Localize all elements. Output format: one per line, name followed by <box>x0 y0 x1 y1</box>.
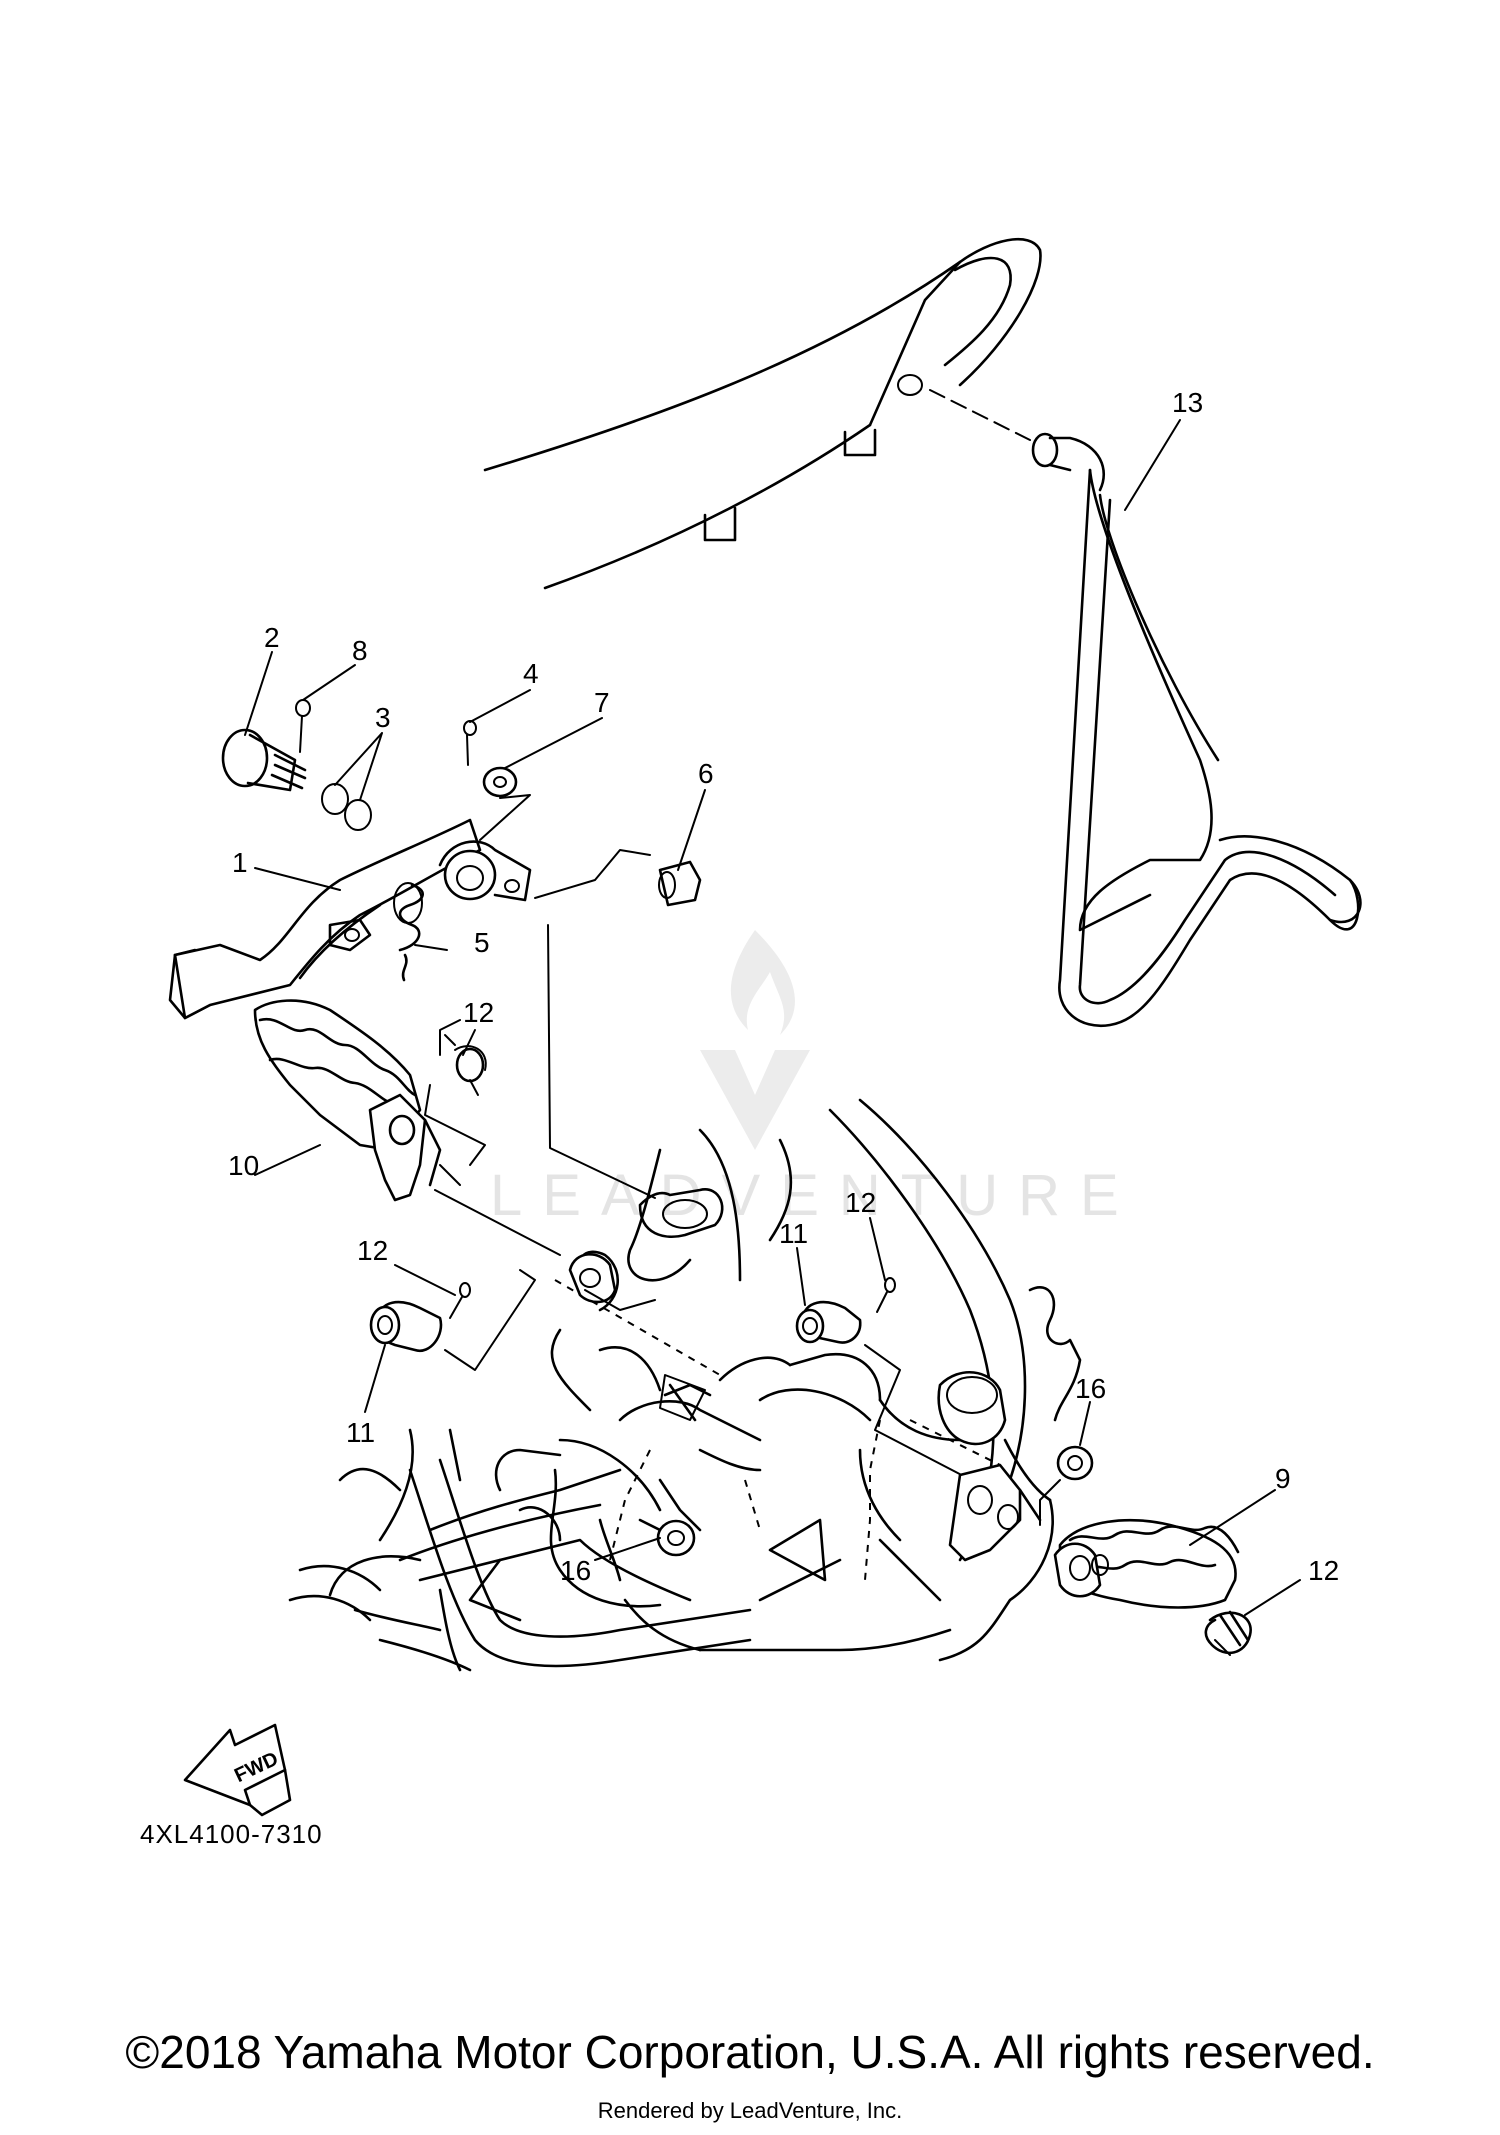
callout-1: 1 <box>232 847 248 878</box>
callout-10: 10 <box>228 1150 259 1181</box>
callout-16-left: 16 <box>560 1555 591 1586</box>
callout-16-right: 16 <box>1075 1373 1106 1404</box>
callout-4: 4 <box>523 658 539 689</box>
watermark-text: LEADVENTURE <box>490 1163 1139 1228</box>
watermark: LEADVENTURE <box>490 930 1139 1228</box>
brake-pedal-assembly <box>168 699 702 1199</box>
callout-7: 7 <box>594 687 610 718</box>
callout-6: 6 <box>698 758 714 789</box>
rear-fender <box>483 237 1042 590</box>
callout-8: 8 <box>352 635 368 666</box>
diagram-code: 4XL4100-7310 <box>140 1819 323 1849</box>
callout-14: 12 <box>463 997 494 1028</box>
left-footrest-part-10 <box>253 999 561 1371</box>
callout-12-left: 12 <box>357 1235 388 1266</box>
callout-2: 2 <box>264 622 280 653</box>
rendered-by-notice: Rendered by LeadVenture, Inc. <box>597 2098 903 2123</box>
callout-11-right: 11 <box>779 1218 808 1249</box>
fwd-arrow: FWD <box>183 1723 292 1817</box>
frame-outline <box>288 1098 1082 1672</box>
leader-lines <box>244 419 1301 1616</box>
callout-12-right: 12 <box>845 1187 876 1218</box>
callout-15: 13 <box>1172 387 1203 418</box>
callout-13: 12 <box>1308 1555 1339 1586</box>
callout-labels: 2 8 3 4 7 6 1 5 12 13 10 12 11 11 12 16 … <box>228 387 1339 1586</box>
right-footrest-assembly <box>656 1277 1252 1656</box>
callout-5: 5 <box>474 927 490 958</box>
copyright-notice: ©2018 Yamaha Motor Corporation, U.S.A. A… <box>125 2026 1375 2078</box>
callout-11-left: 11 <box>346 1417 375 1448</box>
side-stand-part-15 <box>929 389 1362 1028</box>
callout-9: 9 <box>1275 1463 1291 1494</box>
callout-3: 3 <box>375 702 391 733</box>
